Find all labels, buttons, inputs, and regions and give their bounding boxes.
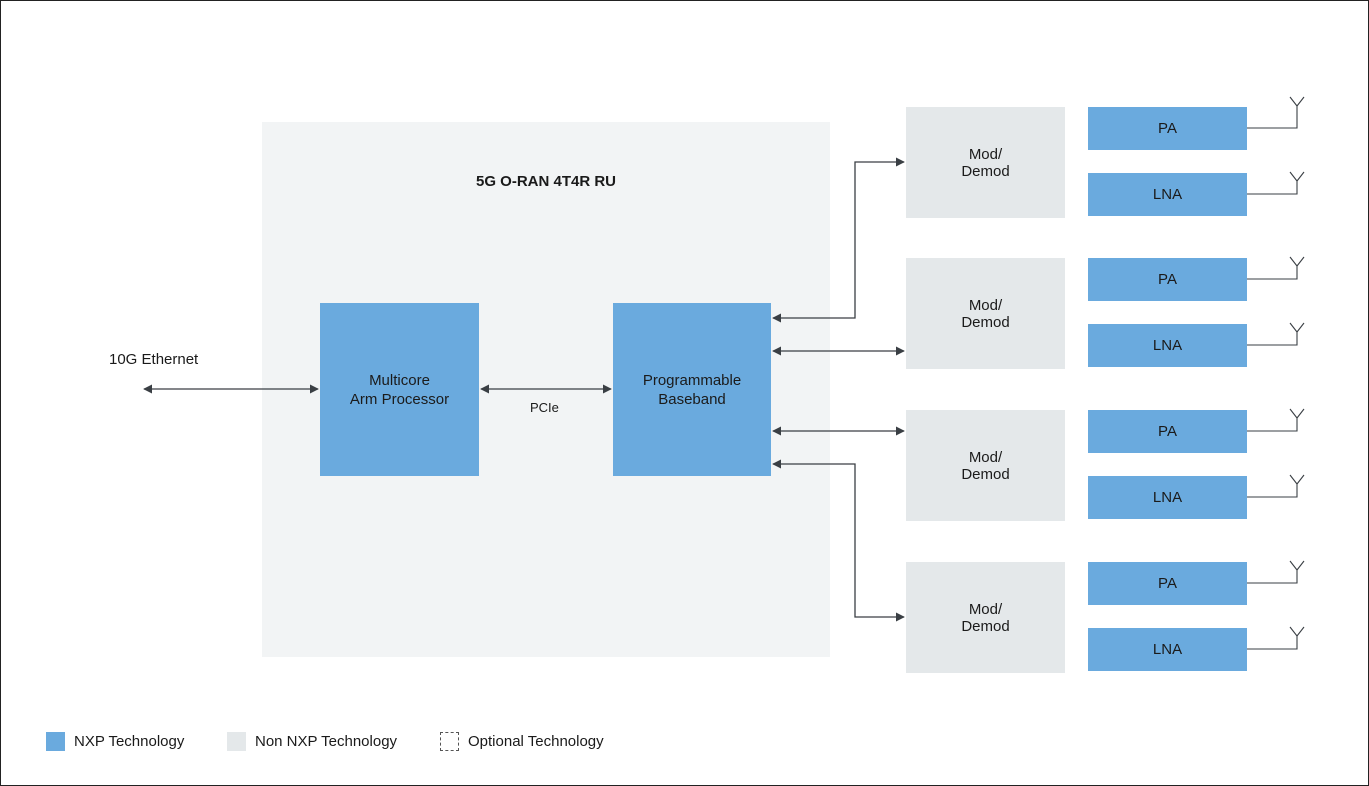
mod-demod-block: Mod/Demod [906, 562, 1065, 673]
legend-optional-label: Optional Technology [468, 733, 604, 750]
antenna-icon [1247, 626, 1305, 650]
arm-processor-label-line1: Multicore [369, 371, 430, 389]
antenna-icon [1247, 474, 1305, 498]
mod-demod-label-line2: Demod [961, 313, 1010, 331]
legend-non-nxp-label: Non NXP Technology [255, 733, 398, 750]
mod-demod-block: Mod/Demod [906, 410, 1065, 521]
antenna-icon [1247, 256, 1305, 280]
mod-demod-label-line2: Demod [961, 617, 1010, 635]
arm-processor-label-line2: Arm Processor [349, 390, 450, 408]
legend-optional-swatch [440, 732, 459, 751]
antenna-icon [1247, 96, 1305, 129]
mod-demod-label-line1: Mod/ [968, 145, 1003, 163]
ru-title: 5G O-RAN 4T4R RU [475, 173, 617, 190]
pa-block: PA [1088, 410, 1247, 453]
baseband-block: Programmable Baseband [613, 303, 771, 476]
mod-demod-block: Mod/Demod [906, 107, 1065, 218]
lna-block: LNA [1088, 324, 1247, 367]
mod-demod-block: Mod/Demod [906, 258, 1065, 369]
legend-nxp-label: NXP Technology [74, 733, 185, 750]
pcie-label: PCIe [530, 400, 559, 415]
ethernet-label: 10G Ethernet [109, 351, 199, 368]
baseband-to-mod-1 [772, 157, 905, 323]
legend-nxp-swatch [46, 732, 65, 751]
baseband-label-line2: Baseband [658, 390, 726, 408]
lna-block: LNA [1088, 628, 1247, 671]
antenna-icon [1247, 171, 1305, 195]
mod-demod-label-line2: Demod [961, 465, 1010, 483]
mod-demod-label-line1: Mod/ [968, 296, 1003, 314]
mod-demod-label-line1: Mod/ [968, 600, 1003, 618]
pa-block: PA [1088, 258, 1247, 301]
lna-block: LNA [1088, 173, 1247, 216]
baseband-label-line1: Programmable [642, 371, 742, 389]
antenna-icon [1247, 408, 1305, 432]
antenna-icon [1247, 322, 1305, 346]
pa-block: PA [1088, 107, 1247, 150]
antenna-icons [1247, 96, 1305, 650]
pa-block: PA [1088, 562, 1247, 605]
baseband-to-mod-4 [772, 459, 905, 622]
lna-block: LNA [1088, 476, 1247, 519]
arm-processor-block: Multicore Arm Processor [320, 303, 479, 476]
mod-demod-label-line1: Mod/ [968, 448, 1003, 466]
legend-non-nxp-swatch [227, 732, 246, 751]
antenna-icon [1247, 560, 1305, 584]
mod-demod-label-line2: Demod [961, 162, 1010, 180]
